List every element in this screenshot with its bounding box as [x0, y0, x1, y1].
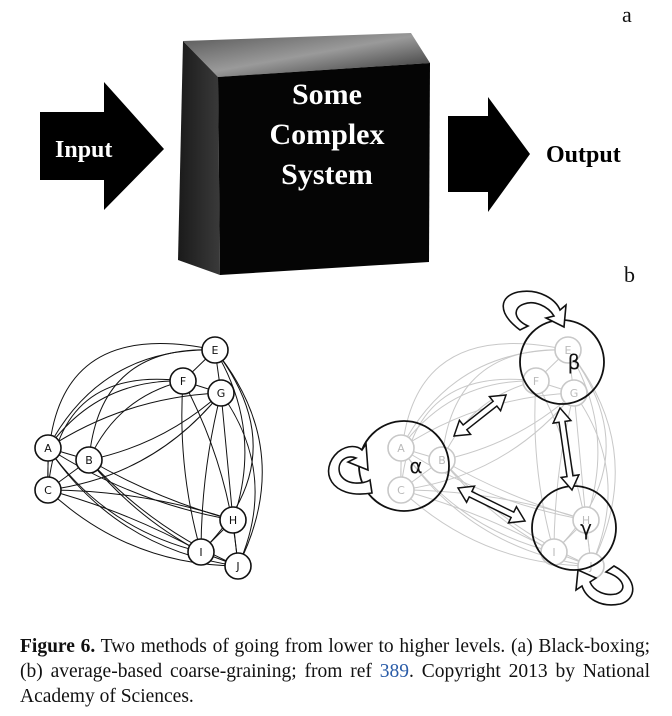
edge-E-H-faded [567, 349, 599, 521]
panel-b-label: b [624, 262, 635, 287]
node-C-faded [387, 476, 415, 504]
node-label-C: C [44, 484, 52, 497]
self-loop-gamma [575, 565, 634, 606]
node-E [201, 336, 229, 364]
edge-E-J [214, 349, 263, 567]
self-loop-beta [502, 290, 567, 331]
edge-C-G-faded [400, 392, 575, 491]
node-label-B-faded: B [438, 454, 446, 467]
edge-G-H-faded [573, 392, 587, 521]
edge-G-I [200, 392, 222, 553]
edge-E-J-faded [567, 349, 616, 567]
edge-A-G [47, 392, 222, 449]
edge-F-J [182, 380, 239, 567]
fine-grained-network: A B C E F G H I J [34, 336, 263, 580]
edge-B-F [88, 380, 184, 461]
node-label-A: A [44, 442, 52, 455]
group-symbol-0: α [409, 454, 422, 478]
box-line-3: System [281, 158, 373, 191]
edge-B-F-faded [441, 380, 537, 461]
node-label-E-faded: E [565, 344, 572, 357]
edge-E-H [214, 349, 246, 521]
edge-G-I-faded [553, 392, 575, 553]
node-label-H: H [229, 514, 237, 527]
figure-label: Figure 6. [20, 636, 96, 657]
edge-C-G [47, 392, 222, 491]
black-box-diagram: Input Some Complex System Output [40, 33, 621, 275]
output-label: Output [546, 142, 621, 168]
edge-C-H-faded [400, 489, 587, 521]
edge-B-E [88, 349, 216, 461]
box-line-2: Complex [270, 118, 385, 151]
caption-text-2: . Copyright 2013 by National Academy of … [20, 661, 651, 707]
edge-C-J [47, 489, 239, 567]
node-A [34, 434, 62, 462]
edge-C-F [47, 378, 184, 491]
edge-C-I-faded [400, 489, 555, 553]
edge-C-I [47, 489, 202, 553]
group-symbol-2: γ [580, 516, 592, 540]
edge-B-E-faded [441, 349, 569, 461]
figure-caption: Figure 6. Two methods of going from lowe… [20, 634, 650, 709]
edge-A-H-faded [400, 447, 587, 521]
edge-A-F-faded [400, 380, 537, 449]
node-label-C-faded: C [397, 484, 405, 497]
edge-A-I-faded [400, 447, 555, 553]
node-label-B: B [85, 454, 93, 467]
caption-text-1: Two methods of going from lower to highe… [20, 636, 650, 682]
edge-G-J-faded [573, 392, 609, 567]
node-E-faded [554, 336, 582, 364]
node-H [219, 506, 247, 534]
node-I [187, 538, 215, 566]
node-label-E: E [212, 344, 219, 357]
arrow-alpha-beta [452, 394, 508, 437]
node-A-faded [387, 434, 415, 462]
node-label-G: G [217, 387, 226, 400]
edge-G-H [220, 392, 234, 521]
node-label-I: I [199, 546, 202, 559]
edge-G-J [220, 392, 256, 567]
cube-top-face [183, 33, 430, 77]
group-circle-2 [531, 485, 617, 571]
node-label-F-faded: F [533, 375, 539, 388]
arrow-beta-gamma [551, 406, 581, 492]
node-G [207, 379, 235, 407]
edge-C-H [47, 489, 234, 521]
edge-F-I [181, 380, 202, 553]
node-label-J: J [235, 560, 239, 573]
node-B [75, 446, 103, 474]
output-arrow [448, 97, 530, 212]
box-line-1: Some [292, 78, 362, 111]
edge-B-H [88, 459, 234, 521]
panel-a-label: a [622, 2, 632, 27]
edge-B-G [88, 392, 222, 461]
edge-A-F [47, 380, 184, 449]
node-label-H-faded: H [582, 514, 590, 527]
node-label-G-faded: G [570, 387, 579, 400]
node-J [224, 552, 252, 580]
arrow-alpha-gamma [456, 485, 527, 524]
group-symbol-1: β [568, 350, 581, 374]
node-label-A-faded: A [397, 442, 405, 455]
node-label-F: F [180, 375, 186, 388]
edge-A-I [47, 447, 202, 553]
node-label-I-faded: I [552, 546, 555, 559]
reference-link[interactable]: 389 [379, 661, 409, 682]
edge-F-I-faded [534, 380, 555, 553]
edge-A-H [47, 447, 234, 521]
cube-front-face [218, 63, 430, 275]
edge-C-F-faded [400, 378, 537, 491]
self-loop-alpha [327, 441, 373, 495]
node-F [169, 367, 197, 395]
edge-B-J [88, 459, 239, 567]
cube-side-face [178, 41, 220, 275]
input-label: Input [55, 137, 112, 163]
node-C [34, 476, 62, 504]
node-H-faded [572, 506, 600, 534]
input-arrow [40, 82, 164, 210]
